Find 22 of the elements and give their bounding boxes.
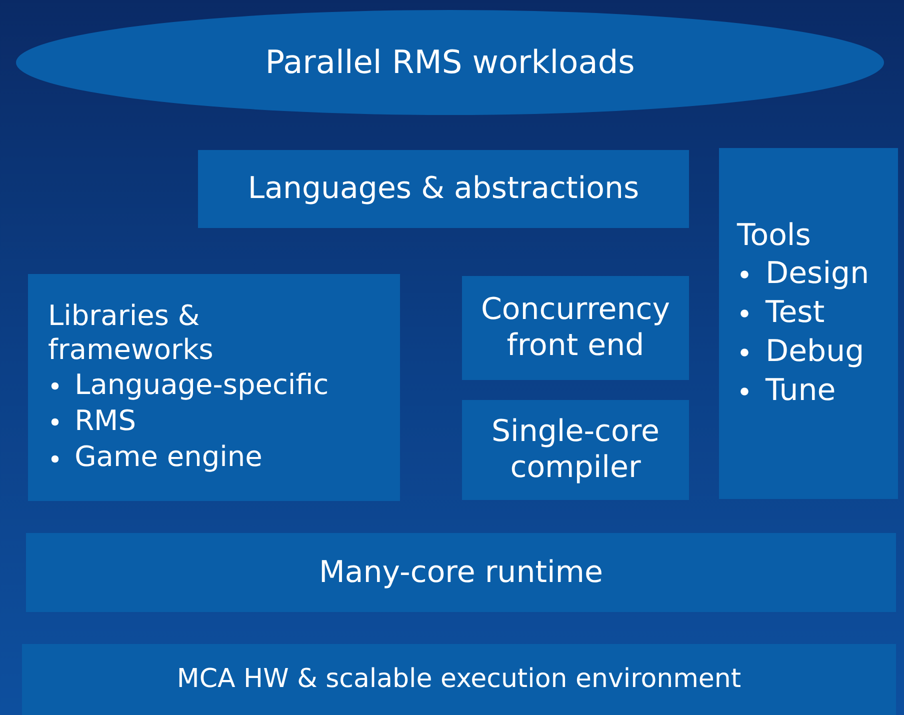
- list-item: Test: [766, 295, 825, 330]
- heading: Tools: [737, 218, 812, 254]
- layer-box: [198, 150, 689, 228]
- list-item: Tune: [766, 373, 836, 408]
- tools-panel: [719, 148, 898, 499]
- component-box: [462, 276, 689, 380]
- list-item: Language-specific: [74, 368, 329, 400]
- box-label: Many-core runtime: [319, 554, 603, 590]
- box-label: Languages & abstractions: [248, 171, 640, 207]
- runtime-bar: [26, 533, 896, 612]
- box-label: Single-core compiler: [490, 414, 661, 486]
- libraries-box: [28, 274, 400, 501]
- component-box: [462, 400, 689, 500]
- workloads-ellipse: [16, 10, 884, 115]
- box-label: Concurrency front end: [480, 292, 672, 364]
- list-item: RMS: [74, 404, 136, 437]
- list-item: Game engine: [74, 440, 262, 474]
- list-item: Debug: [766, 334, 864, 369]
- box-label: MCA HW & scalable execution environment: [176, 664, 742, 696]
- box-label: Parallel RMS workloads: [265, 43, 635, 82]
- list-item: Design: [766, 256, 870, 291]
- heading: Libraries & frameworks: [48, 299, 214, 366]
